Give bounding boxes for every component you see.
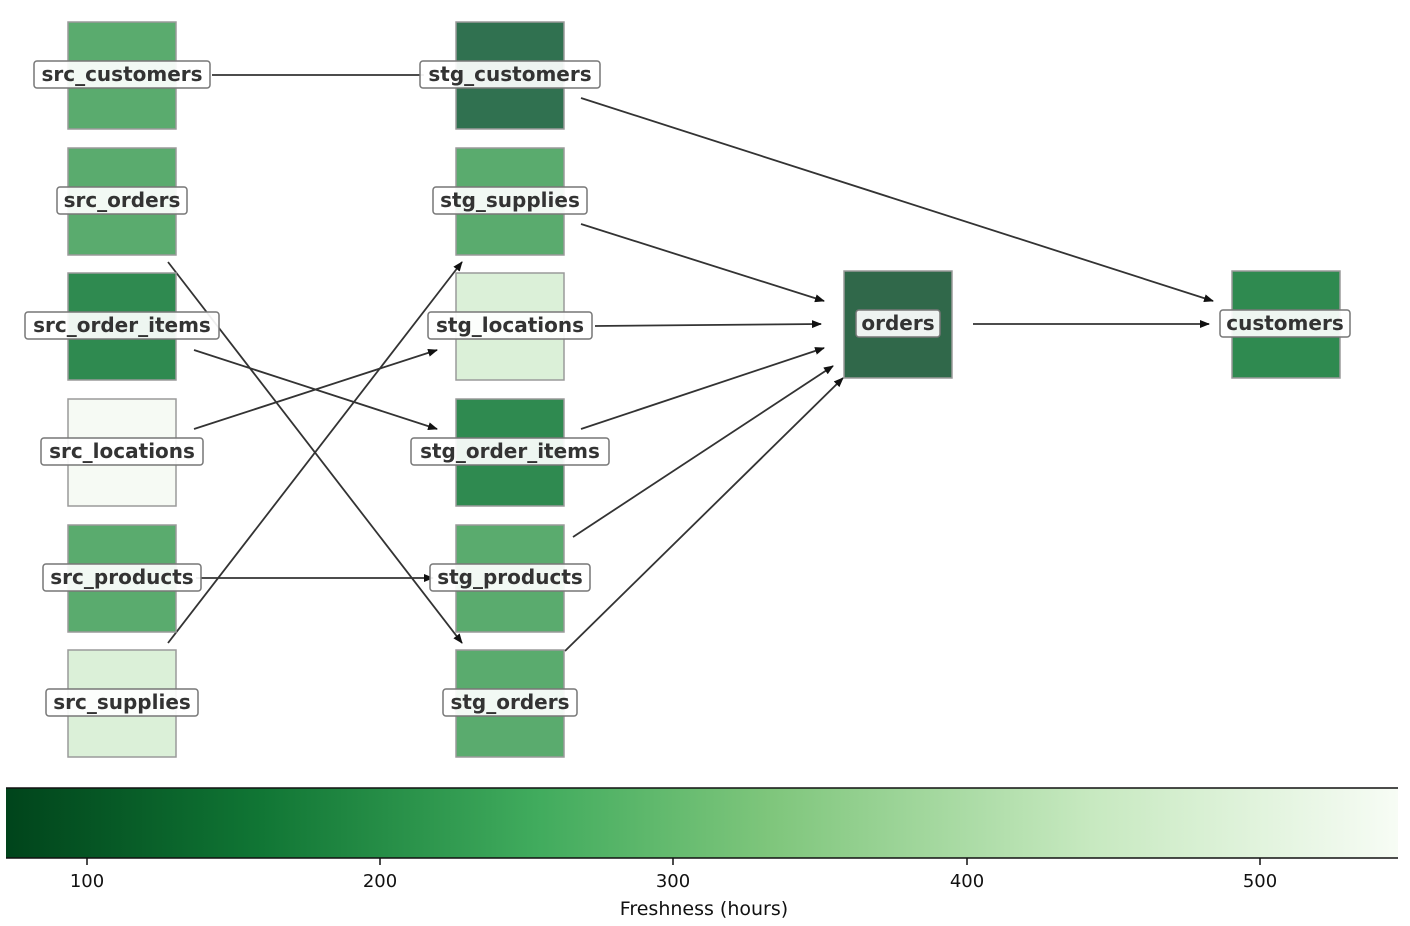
node-label: stg_locations [436, 313, 584, 337]
node-label: stg_order_items [420, 439, 600, 463]
colorbar-tick-label: 100 [70, 871, 104, 892]
colorbar-gradient [6, 788, 1398, 858]
node-label: src_orders [64, 188, 181, 212]
colorbar-axis-label: Freshness (hours) [620, 898, 788, 920]
colorbar-tick-label: 300 [656, 871, 690, 892]
node-label-box [432, 186, 588, 215]
node-label: stg_orders [450, 690, 569, 714]
node-label-box [855, 309, 941, 338]
colorbar-tick-label: 500 [1243, 871, 1277, 892]
node-stg_order_items: stg_order_items [410, 398, 610, 507]
node-label: stg_products [437, 565, 583, 589]
edges-layer [167, 74, 1214, 652]
edge-src_locations-stg_locations [193, 348, 438, 430]
node-src_orders: src_orders [56, 147, 188, 256]
node-stg_locations: stg_locations [427, 272, 593, 381]
edge-stg_products-orders [572, 365, 834, 538]
node-src_customers: src_customers [33, 21, 211, 130]
node-label-box [410, 437, 610, 466]
node-src_locations: src_locations [40, 398, 204, 507]
node-label-box [429, 563, 591, 592]
node-stg_products: stg_products [429, 524, 591, 633]
edge-stg_locations-orders [594, 320, 822, 329]
node-label-box [24, 311, 220, 340]
node-label: stg_customers [428, 62, 591, 86]
node-src_products: src_products [42, 524, 202, 633]
node-label-box [427, 311, 593, 340]
freshness-colorbar: 100 200 300 400 500 Freshness (hours) [6, 787, 1398, 920]
node-customers: customers [1219, 270, 1351, 379]
node-label-box [56, 186, 188, 215]
node-label-box [419, 60, 601, 89]
node-label-box [1219, 309, 1351, 338]
node-label: customers [1226, 311, 1343, 335]
node-label: src_locations [49, 439, 195, 463]
node-src_order_items: src_order_items [24, 272, 220, 381]
node-stg_orders: stg_orders [442, 649, 578, 758]
node-label: src_products [50, 565, 193, 589]
node-src_supplies: src_supplies [45, 649, 199, 758]
node-orders: orders [843, 270, 953, 379]
colorbar-tick-label: 400 [950, 871, 984, 892]
node-label: src_order_items [33, 313, 211, 337]
edge-stg_supplies-orders [580, 223, 825, 303]
colorbar-tick-label: 200 [363, 871, 397, 892]
node-stg_customers: stg_customers [419, 21, 601, 130]
node-label: stg_supplies [440, 188, 580, 212]
nodes-layer: src_customers src_orders src_order_items… [24, 21, 1351, 758]
node-label-box [40, 437, 204, 466]
node-label-box [42, 563, 202, 592]
edge-stg_orders-orders [564, 377, 844, 652]
edge-src_supplies-stg_supplies [167, 261, 463, 644]
node-label-box [442, 688, 578, 717]
edge-stg_customers-customers [580, 97, 1214, 303]
node-label: orders [861, 311, 934, 335]
edge-stg_order_items-orders [580, 347, 825, 430]
node-label-box [33, 60, 211, 89]
node-label: src_customers [41, 62, 202, 86]
node-label-box [45, 688, 199, 717]
node-stg_supplies: stg_supplies [432, 147, 588, 256]
node-label: src_supplies [53, 690, 191, 714]
